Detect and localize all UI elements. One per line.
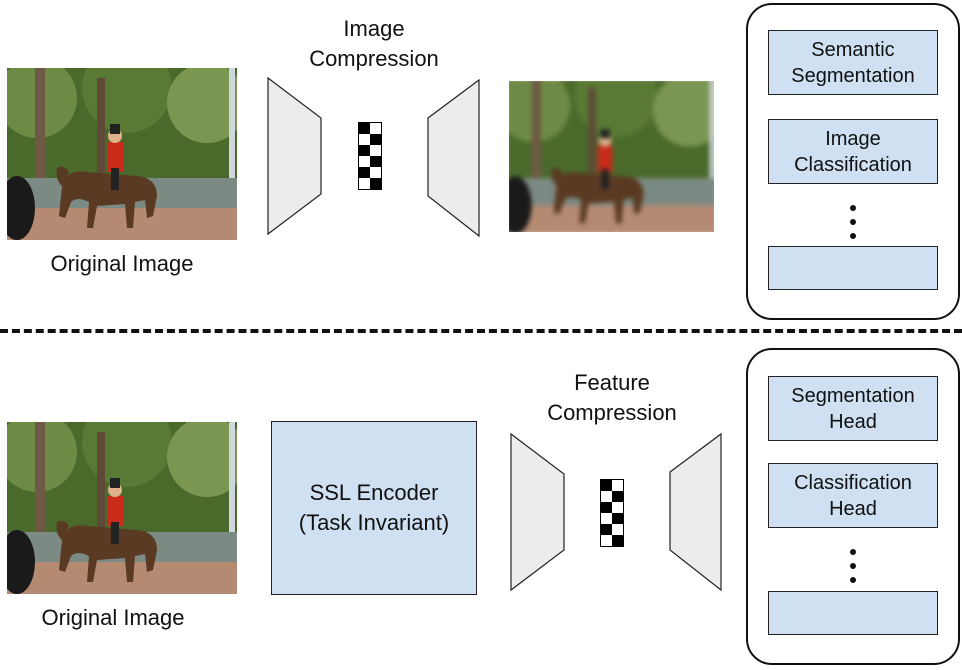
original-image-caption-top: Original Image xyxy=(50,251,194,276)
compressed-latent-code xyxy=(358,122,382,190)
feature-encoder-shape xyxy=(510,432,565,592)
more-tasks-ellipsis-top xyxy=(849,205,857,247)
additional-task-top xyxy=(768,246,938,290)
image-classification-task: Image Classification xyxy=(768,119,938,184)
reconstructed-image xyxy=(509,81,714,232)
additional-task-bottom xyxy=(768,591,938,635)
section-divider xyxy=(0,329,962,333)
feature-decoder-shape xyxy=(669,432,722,592)
segmentation-head: Segmentation Head xyxy=(768,376,938,441)
ssl-encoder-box: SSL Encoder (Task Invariant) xyxy=(271,421,477,595)
original-image-top xyxy=(7,68,237,240)
original-image-caption-bottom: Original Image xyxy=(41,605,185,630)
semantic-segmentation-task: Semantic Segmentation xyxy=(768,30,938,95)
compressed-feature-code xyxy=(600,479,624,547)
image-compression-label: Image Compression xyxy=(309,16,439,71)
feature-compression-label: Feature Compression xyxy=(547,370,677,425)
compression-decoder-shape xyxy=(427,78,480,238)
original-image-bottom xyxy=(7,422,237,594)
horse-rider-photo xyxy=(7,422,237,594)
classification-head: Classification Head xyxy=(768,463,938,528)
horse-rider-photo-blurred xyxy=(509,81,714,232)
more-tasks-ellipsis-bottom xyxy=(849,549,857,591)
horse-rider-photo xyxy=(7,68,237,240)
compression-encoder-shape xyxy=(267,76,322,236)
